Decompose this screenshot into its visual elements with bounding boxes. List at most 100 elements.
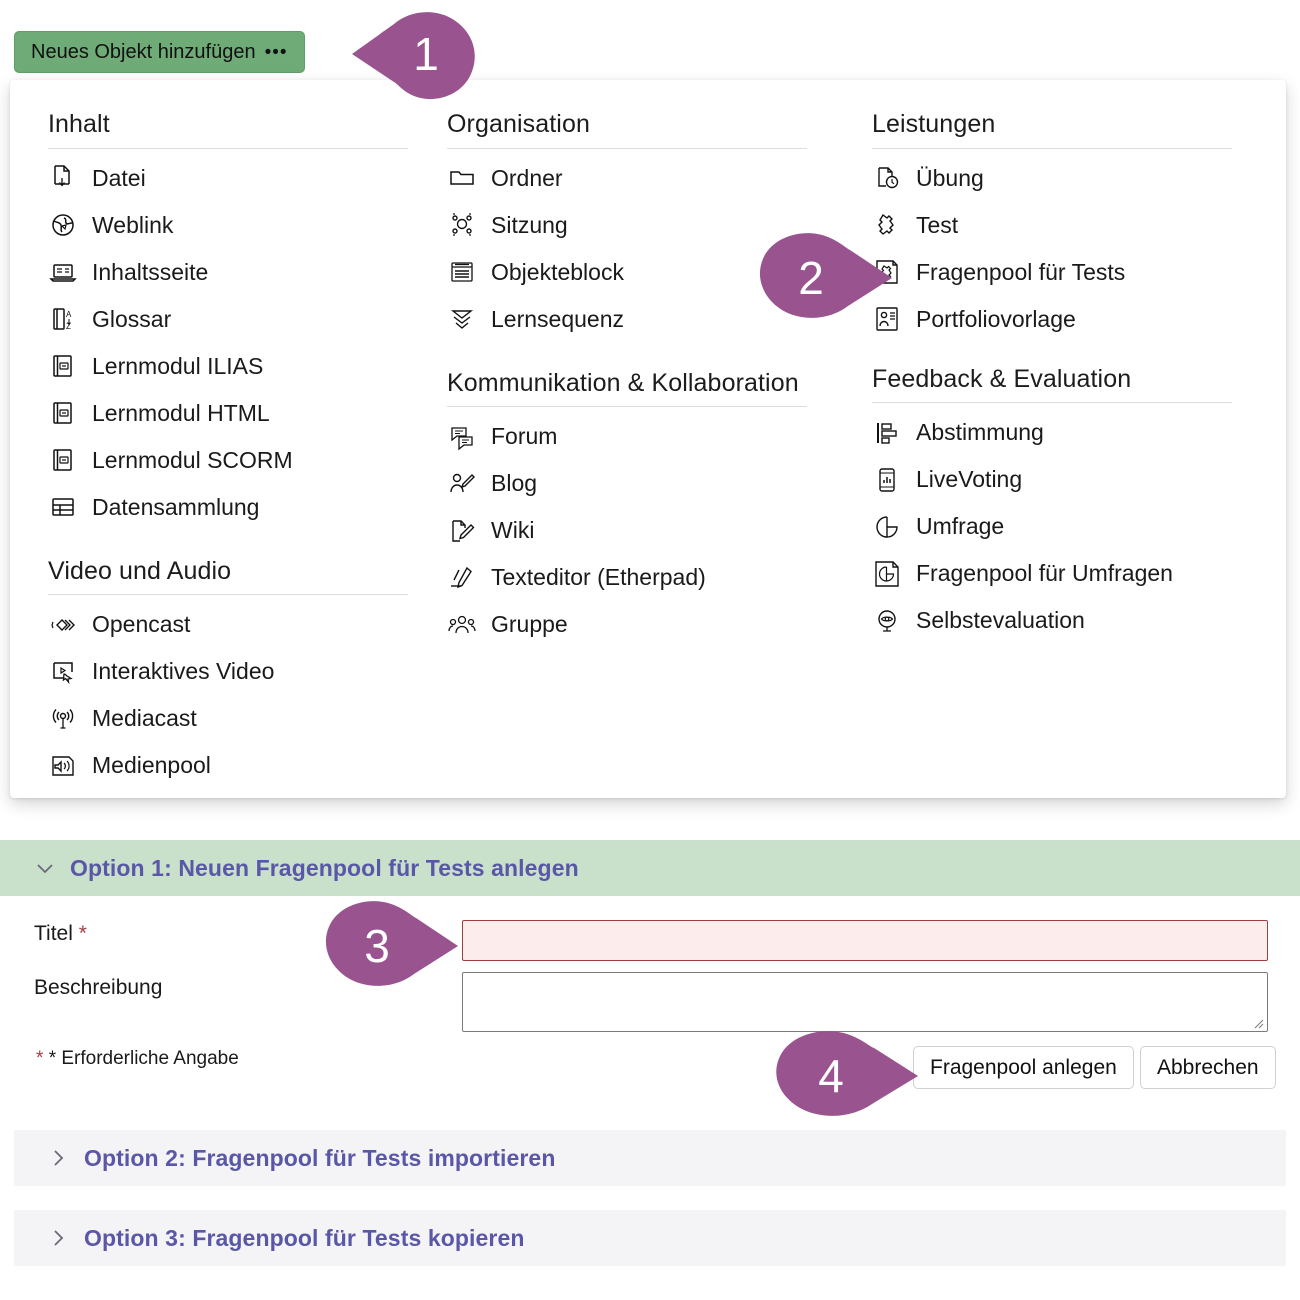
cancel-button[interactable]: Abbrechen bbox=[1140, 1046, 1276, 1089]
menu-item-label: Sitzung bbox=[491, 211, 568, 238]
menu-item-abstimmung[interactable]: Abstimmung bbox=[872, 409, 1267, 456]
group-title-inhalt: Inhalt bbox=[48, 110, 110, 138]
menu-item-label: Datensammlung bbox=[92, 493, 260, 520]
menu-item-wiki[interactable]: Wiki bbox=[447, 507, 842, 554]
resize-handle-icon[interactable] bbox=[1250, 1015, 1264, 1029]
group-organisation: Organisation Ordner Sitzung Objekteblock bbox=[447, 110, 842, 343]
forum-speech-bubbles-icon bbox=[447, 422, 477, 452]
survey-pie-icon bbox=[872, 512, 902, 542]
etherpad-pen-icon bbox=[447, 563, 477, 593]
menu-item-selbstevaluation[interactable]: Selbstevaluation bbox=[872, 597, 1267, 644]
menu-item-label: Lernsequenz bbox=[491, 305, 624, 332]
menu-item-datensammlung[interactable]: Datensammlung bbox=[48, 484, 417, 531]
add-object-dropdown-panel: Inhalt Datei Weblink Inhaltsseite bbox=[10, 80, 1286, 798]
group-inhalt: Inhalt Datei Weblink Inhaltsseite bbox=[48, 110, 417, 531]
broadcast-antenna-icon bbox=[48, 704, 78, 734]
divider bbox=[872, 147, 1232, 149]
menu-item-label: Interaktives Video bbox=[92, 658, 275, 684]
menu-item-uebung[interactable]: Übung bbox=[872, 155, 1267, 202]
menu-item-test[interactable]: Test bbox=[872, 202, 1267, 249]
ellipsis-icon: ••• bbox=[264, 41, 288, 63]
menu-item-objekteblock[interactable]: Objekteblock bbox=[447, 249, 842, 296]
menu-item-opencast[interactable]: Opencast bbox=[48, 601, 417, 648]
group-title-video-und-audio: Video und Audio bbox=[48, 556, 232, 585]
menu-item-label: Übung bbox=[916, 164, 984, 191]
menu-item-label: Weblink bbox=[92, 211, 174, 238]
menu-item-livevoting[interactable]: LiveVoting bbox=[872, 456, 1267, 503]
callout-badge-3: 3 bbox=[318, 900, 458, 992]
menu-item-weblink[interactable]: Weblink bbox=[48, 202, 417, 249]
menu-item-gruppe[interactable]: Gruppe bbox=[447, 601, 842, 648]
chevron-down-icon bbox=[34, 857, 56, 879]
menu-item-medienpool[interactable]: Medienpool bbox=[48, 742, 417, 789]
menu-item-portfoliovorlage[interactable]: Portfoliovorlage bbox=[872, 296, 1267, 343]
menu-item-inhaltsseite[interactable]: Inhaltsseite bbox=[48, 249, 417, 296]
toolbar: Neues Objekt hinzufügen ••• alten bbox=[0, 0, 1300, 88]
option2-accordion: Option 2: Fragenpool für Tests importier… bbox=[14, 1130, 1286, 1186]
menu-item-blog[interactable]: Blog bbox=[447, 460, 842, 507]
menu-item-label: Objekteblock bbox=[491, 258, 624, 285]
menu-item-lernmodul-scorm[interactable]: Lernmodul SCORM bbox=[48, 437, 417, 484]
menu-item-umfrage[interactable]: Umfrage bbox=[872, 503, 1267, 550]
folder-icon bbox=[447, 163, 477, 193]
menu-item-texteditor-etherpad[interactable]: Texteditor (Etherpad) bbox=[447, 554, 842, 601]
menu-item-label: Datei bbox=[92, 164, 146, 191]
required-note-asterisk: * bbox=[36, 1048, 44, 1069]
menu-item-label: Ordner bbox=[491, 164, 563, 191]
menu-item-label: Lernmodul ILIAS bbox=[92, 352, 264, 379]
globe-link-icon bbox=[48, 210, 78, 240]
menu-item-lernmodul-ilias[interactable]: Lernmodul ILIAS bbox=[48, 343, 417, 390]
dropdown-column-inhalt: Inhalt Datei Weblink Inhaltsseite bbox=[10, 80, 435, 798]
svg-text:Z: Z bbox=[66, 322, 71, 331]
beschreibung-textarea-wrapper[interactable] bbox=[462, 972, 1268, 1032]
test-puzzle-icon bbox=[872, 210, 902, 240]
add-new-object-button[interactable]: Neues Objekt hinzufügen ••• bbox=[14, 31, 305, 73]
group-video-und-audio: Video und Audio Opencast Interaktives Vi… bbox=[48, 557, 417, 790]
menu-item-lernmodul-html[interactable]: Lernmodul HTML bbox=[48, 390, 417, 437]
menu-item-label: Mediacast bbox=[92, 705, 197, 731]
menu-item-mediacast[interactable]: Mediacast bbox=[48, 695, 417, 742]
group-title-feedback-evaluation: Feedback & Evaluation bbox=[872, 364, 1132, 393]
option1-header-label: Option 1: Neuen Fragenpool für Tests anl… bbox=[70, 854, 579, 881]
group-kommunikation-kollaboration: Kommunikation & Kollaboration Forum Blog… bbox=[447, 369, 842, 649]
object-block-list-icon bbox=[447, 257, 477, 287]
menu-item-label: Portfoliovorlage bbox=[916, 305, 1076, 332]
menu-item-label: Lernmodul HTML bbox=[92, 399, 270, 426]
titel-input[interactable] bbox=[462, 920, 1268, 961]
menu-item-datei[interactable]: Datei bbox=[48, 155, 417, 202]
menu-item-label: Test bbox=[916, 211, 959, 238]
divider bbox=[447, 406, 807, 407]
svg-text:A: A bbox=[66, 310, 72, 319]
learning-module-icon bbox=[48, 445, 78, 475]
survey-pool-pie-icon bbox=[872, 559, 902, 589]
option3-accordion-header[interactable]: Option 3: Fragenpool für Tests kopieren bbox=[14, 1210, 1286, 1266]
menu-item-lernsequenz[interactable]: Lernsequenz bbox=[447, 296, 842, 343]
menu-item-fragenpool-fuer-umfragen[interactable]: Fragenpool für Umfragen bbox=[872, 550, 1267, 597]
menu-item-label: Selbstevaluation bbox=[916, 607, 1085, 633]
menu-item-label: Texteditor (Etherpad) bbox=[491, 564, 706, 590]
wiki-page-pen-icon bbox=[447, 516, 477, 546]
poll-bars-icon bbox=[872, 418, 902, 448]
livevoting-phone-icon bbox=[872, 465, 902, 495]
option3-header-label: Option 3: Fragenpool für Tests kopieren bbox=[84, 1224, 525, 1251]
divider bbox=[872, 402, 1232, 403]
menu-item-interaktives-video[interactable]: Interaktives Video bbox=[48, 648, 417, 695]
dropdown-column-organisation: Organisation Ordner Sitzung Objekteblock bbox=[435, 80, 860, 798]
menu-item-ordner[interactable]: Ordner bbox=[447, 155, 842, 202]
portfolio-template-icon bbox=[872, 304, 902, 334]
titel-field-label: Titel * bbox=[34, 922, 87, 946]
option2-accordion-header[interactable]: Option 2: Fragenpool für Tests importier… bbox=[14, 1130, 1286, 1186]
learning-module-icon bbox=[48, 351, 78, 381]
menu-item-forum[interactable]: Forum bbox=[447, 413, 842, 460]
option3-accordion: Option 3: Fragenpool für Tests kopieren bbox=[14, 1210, 1286, 1266]
menu-item-fragenpool-fuer-tests[interactable]: Fragenpool für Tests bbox=[872, 249, 1267, 296]
group-title-leistungen: Leistungen bbox=[872, 110, 996, 138]
menu-item-sitzung[interactable]: Sitzung bbox=[447, 202, 842, 249]
divider bbox=[48, 594, 408, 595]
option1-accordion-header[interactable]: Option 1: Neuen Fragenpool für Tests anl… bbox=[0, 840, 1300, 896]
callout-badge-1: 1 bbox=[352, 6, 480, 102]
callout-badge-2: 2 bbox=[752, 232, 892, 324]
create-question-pool-button[interactable]: Fragenpool anlegen bbox=[913, 1046, 1134, 1089]
